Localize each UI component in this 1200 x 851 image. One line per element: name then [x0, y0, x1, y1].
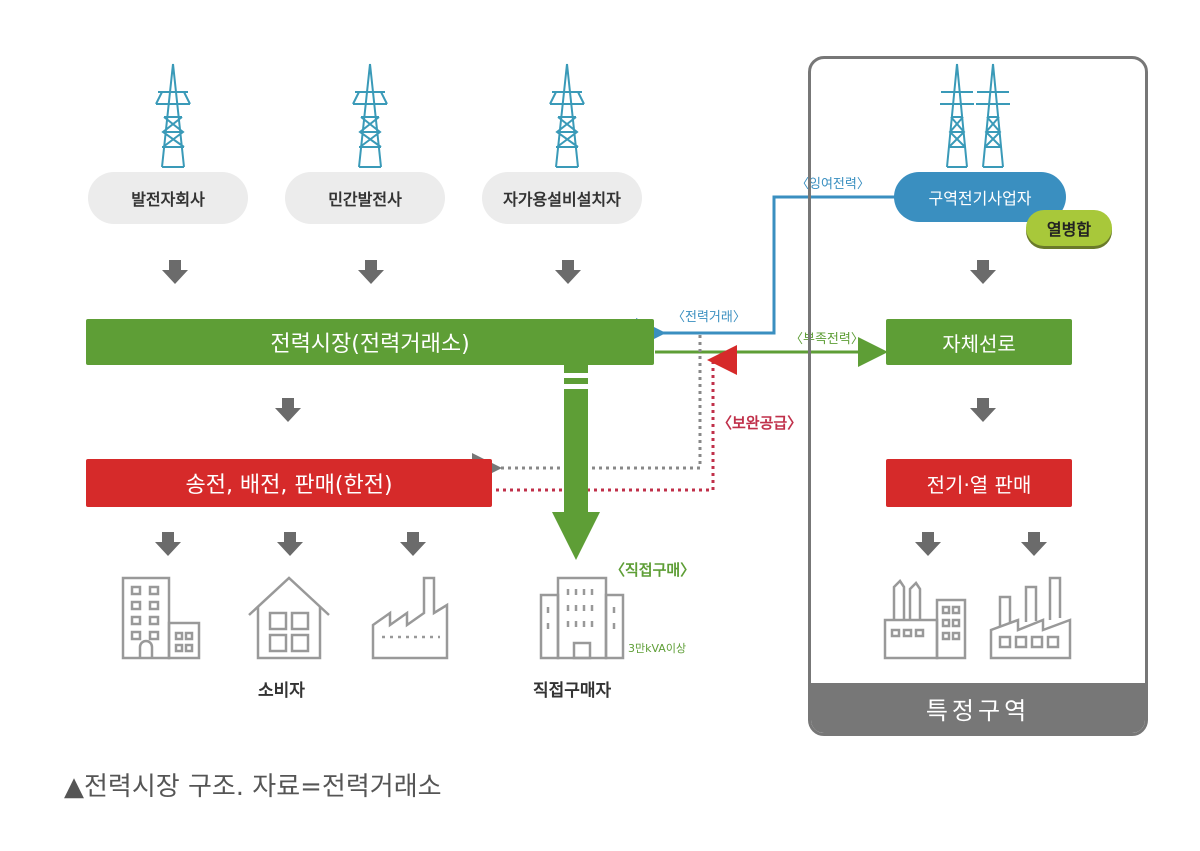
special-zone-container: 특정구역 — [808, 56, 1148, 736]
figure-caption: ▲전력시장 구조. 자료=전력거래소 — [64, 772, 442, 802]
own-line-label: 자체선로 — [942, 331, 1016, 356]
transmission-tower-icon — [155, 63, 191, 168]
generator-node: 발전자회사 — [88, 172, 248, 224]
down-arrow-icon — [1021, 532, 1047, 556]
office-building-icon — [121, 576, 201, 660]
twin-transmission-tower-icon — [940, 63, 1010, 168]
down-arrow-icon — [970, 260, 996, 284]
power-market-label: 전력시장(전력거래소) — [270, 332, 470, 357]
down-arrow-icon — [358, 260, 384, 284]
electricity-heat-sales-label: 전기·열 판매 — [926, 472, 1032, 497]
generator-label: 발전자회사 — [131, 190, 205, 209]
down-arrow-icon — [162, 260, 188, 284]
direct-purchase-label: 〈직접구매〉 — [610, 561, 696, 579]
house-icon — [248, 576, 330, 660]
supplementary-supply-line — [496, 345, 737, 492]
down-arrow-icon — [277, 532, 303, 556]
down-arrow-icon — [970, 398, 996, 422]
chp-badge-label: 열병합 — [1046, 220, 1092, 239]
own-line-bar: 자체선로 — [886, 319, 1072, 365]
consumers-label: 소비자 — [258, 681, 305, 701]
power-market-bar: 전력시장(전력거래소) — [86, 319, 654, 365]
factory-icon — [371, 576, 449, 660]
down-arrow-icon — [915, 532, 941, 556]
direct-buyer-label: 직접구매자 — [533, 681, 612, 701]
down-arrow-icon — [275, 398, 301, 422]
chp-badge: 열병합 — [1026, 210, 1112, 246]
generator-node: 자가용설비설치자 — [482, 172, 642, 224]
supplementary-supply-label: 〈보완공급〉 — [717, 414, 803, 432]
down-arrow-icon — [400, 532, 426, 556]
industrial-complex-icon — [883, 579, 967, 660]
special-zone-title: 특정구역 — [811, 683, 1145, 733]
down-arrow-icon — [555, 260, 581, 284]
zone-operator-label: 구역전기사업자 — [928, 189, 1032, 208]
generator-label: 민간발전사 — [328, 190, 402, 209]
generator-label: 자가용설비설치자 — [503, 190, 621, 209]
surplus-power-line — [636, 195, 905, 348]
transmission-tower-icon — [549, 63, 585, 168]
direct-purchase-arrow — [552, 365, 600, 560]
factory-icon — [989, 576, 1072, 660]
transmission-tower-icon — [352, 63, 388, 168]
direct-buyer-condition: 3만kVA이상 — [628, 642, 687, 655]
generator-node: 민간발전사 — [285, 172, 445, 224]
high-rise-building-icon — [539, 576, 625, 660]
surplus-power-label: 〈잉여전력〉 — [796, 177, 870, 192]
down-arrow-icon — [155, 532, 181, 556]
kepco-bar: 송전, 배전, 판매(한전) — [86, 459, 492, 507]
power-trade-label: 〈전력거래〉 — [672, 310, 746, 325]
electricity-heat-sales-bar: 전기·열 판매 — [886, 459, 1072, 507]
kepco-label: 송전, 배전, 판매(한전) — [185, 473, 393, 498]
